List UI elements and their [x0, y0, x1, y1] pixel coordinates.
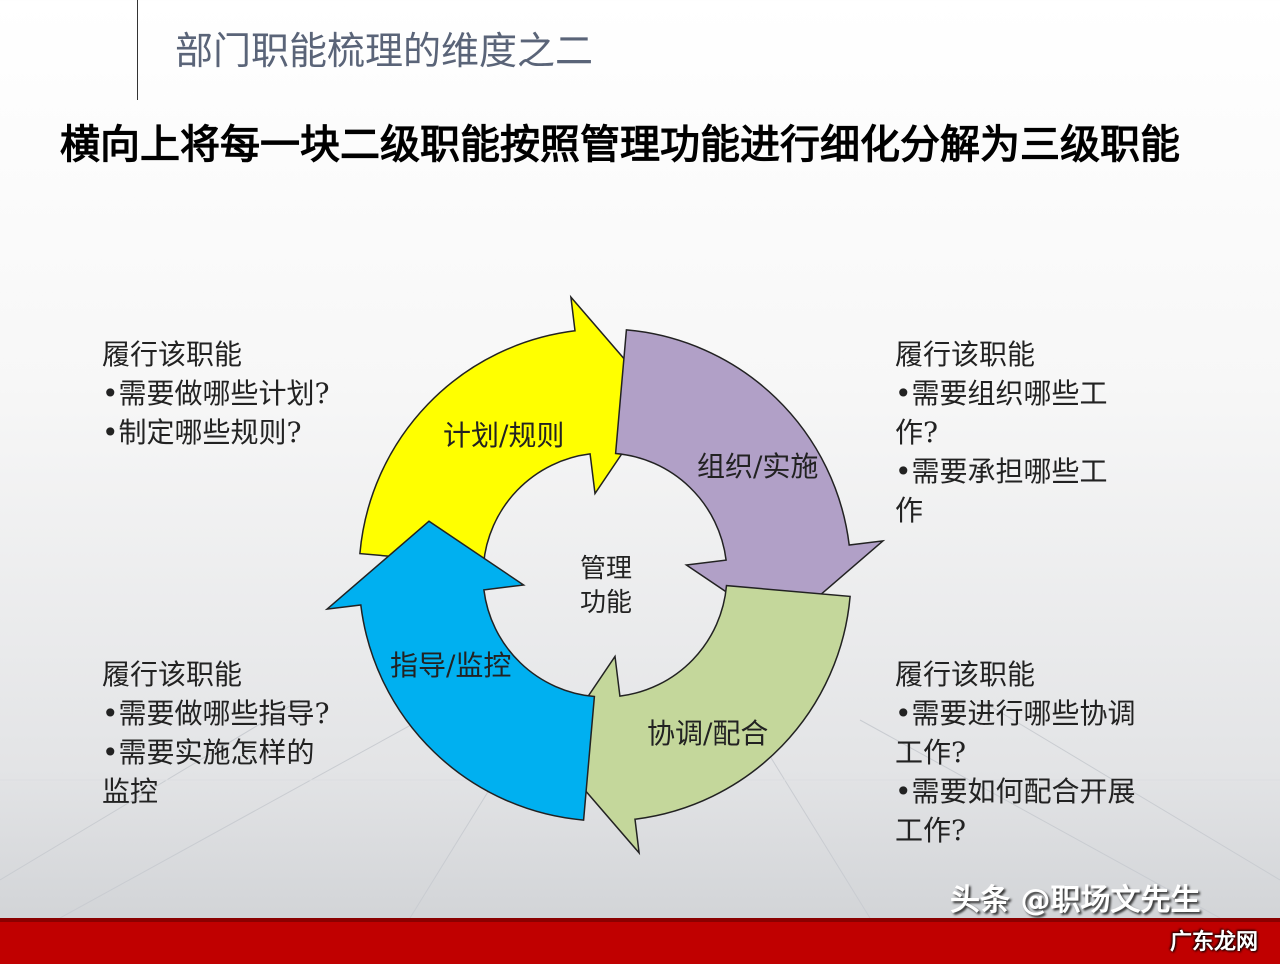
block-line: 履行该职能: [102, 658, 243, 691]
arrow-label-coordinate: 协调/配合: [647, 717, 769, 750]
arrow-label-plan: 计划/规则: [443, 419, 565, 452]
cycle-center-label: 管理 功能: [580, 552, 632, 620]
center-line: 功能: [580, 588, 633, 618]
text-block-plan: 履行该职能 •需要做哪些计划? •制定哪些规则?: [102, 335, 330, 452]
arrow-organize: [614, 329, 886, 630]
slide-title: 部门职能梳理的维度之二: [175, 29, 594, 73]
arrow-label-organize: 组织/实施: [697, 450, 819, 483]
text-block-organize: 履行该职能 •需要组织哪些工 作? •需要承担哪些工 作: [895, 335, 1108, 530]
block-line: 履行该职能: [102, 338, 243, 371]
block-line: •需要如何配合开展 工作?: [895, 775, 1136, 847]
text-block-coordinate: 履行该职能 •需要进行哪些协调 工作? •需要如何配合开展 工作?: [895, 655, 1136, 850]
block-line: 履行该职能: [895, 658, 1036, 691]
watermark: 头条 @职场文先生: [950, 883, 1201, 918]
slide-subtitle: 横向上将每一块二级职能按照管理功能进行细化分解为三级职能: [60, 122, 1180, 168]
block-line: •需要实施怎样的 监控: [102, 736, 315, 808]
block-line: •需要进行哪些协调 工作?: [895, 697, 1136, 769]
block-line: •需要组织哪些工 作?: [895, 377, 1108, 449]
block-line: •需要做哪些计划?: [102, 377, 330, 410]
center-line: 管理: [580, 554, 633, 584]
block-line: •需要做哪些指导?: [102, 697, 330, 730]
text-block-guide: 履行该职能 •需要做哪些指导? •需要实施怎样的 监控: [102, 655, 330, 811]
footer-band: [0, 918, 1280, 964]
arrow-label-guide: 指导/监控: [390, 649, 512, 682]
block-line: •需要承担哪些工 作: [895, 455, 1108, 527]
arrow-guide: [324, 520, 596, 821]
watermark-secondary: 广东龙网: [1170, 930, 1259, 955]
arrow-plan: [359, 294, 660, 566]
arrow-coordinate: [550, 584, 851, 856]
divider-line: [137, 0, 138, 100]
block-line: 履行该职能: [895, 338, 1036, 371]
block-line: •制定哪些规则?: [102, 416, 302, 449]
